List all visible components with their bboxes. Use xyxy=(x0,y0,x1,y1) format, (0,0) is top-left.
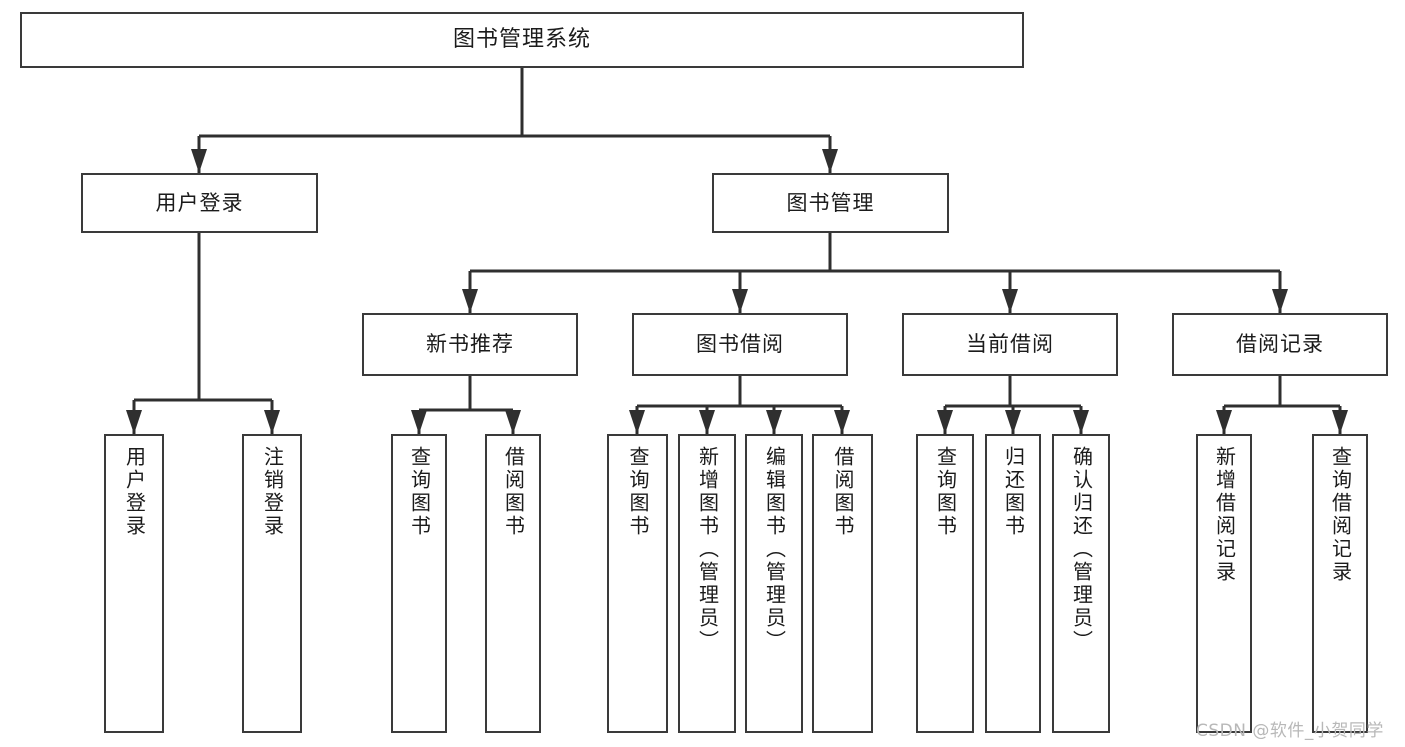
node-label: 新增借阅记录 xyxy=(1212,446,1237,584)
node-leaf-add-record[interactable]: 新增借阅记录 xyxy=(1196,434,1252,733)
node-label: 图书管理 xyxy=(786,190,875,215)
node-leaf-return-book[interactable]: 归还图书 xyxy=(985,434,1041,733)
node-book-borrow[interactable]: 图书借阅 xyxy=(632,313,848,376)
node-label: 图书借阅 xyxy=(696,332,784,356)
node-book-manage[interactable]: 图书管理 xyxy=(712,173,949,233)
node-leaf-borrow-book-2[interactable]: 借阅图书 xyxy=(812,434,873,733)
node-label: 确认归还（管理员） xyxy=(1069,446,1094,653)
node-leaf-borrow-book-1[interactable]: 借阅图书 xyxy=(485,434,541,733)
node-leaf-logout[interactable]: 注销登录 xyxy=(242,434,302,733)
node-label: 查询借阅记录 xyxy=(1328,446,1353,584)
node-label: 当前借阅 xyxy=(966,332,1054,356)
node-label: 借阅图书 xyxy=(831,446,855,538)
node-borrow-record[interactable]: 借阅记录 xyxy=(1172,313,1388,376)
node-label: 查询图书 xyxy=(933,446,958,538)
node-label: 用户登录 xyxy=(122,446,147,538)
node-new-book-rec[interactable]: 新书推荐 xyxy=(362,313,578,376)
node-leaf-user-login[interactable]: 用户登录 xyxy=(104,434,164,733)
node-leaf-edit-book[interactable]: 编辑图书（管理员） xyxy=(745,434,803,733)
node-leaf-confirm-return[interactable]: 确认归还（管理员） xyxy=(1052,434,1110,733)
node-label: 新增图书（管理员） xyxy=(695,446,720,653)
node-leaf-query-book-3[interactable]: 查询图书 xyxy=(916,434,974,733)
node-leaf-query-record[interactable]: 查询借阅记录 xyxy=(1312,434,1368,733)
node-root[interactable]: 图书管理系统 xyxy=(20,12,1024,68)
node-leaf-query-book-2[interactable]: 查询图书 xyxy=(607,434,668,733)
node-label: 借阅图书 xyxy=(501,446,526,538)
node-label: 图书管理系统 xyxy=(452,27,591,52)
node-label: 用户登录 xyxy=(155,190,244,215)
node-label: 借阅记录 xyxy=(1236,332,1324,356)
node-leaf-query-book-1[interactable]: 查询图书 xyxy=(391,434,447,733)
node-label: 编辑图书（管理员） xyxy=(762,446,787,653)
node-label: 注销登录 xyxy=(260,446,285,538)
node-label: 新书推荐 xyxy=(426,332,514,356)
node-label: 归还图书 xyxy=(1001,446,1026,538)
node-leaf-add-book[interactable]: 新增图书（管理员） xyxy=(678,434,736,733)
watermark-label: CSDN @软件_小贺同学 xyxy=(1196,721,1384,741)
node-current-borrow[interactable]: 当前借阅 xyxy=(902,313,1118,376)
node-user-login[interactable]: 用户登录 xyxy=(81,173,318,233)
node-label: 查询图书 xyxy=(626,446,650,538)
node-label: 查询图书 xyxy=(407,446,432,538)
